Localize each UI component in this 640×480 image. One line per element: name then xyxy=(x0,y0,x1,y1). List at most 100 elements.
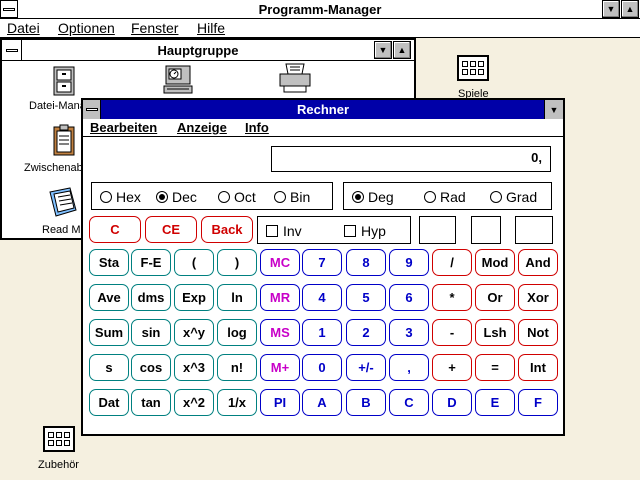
radio-oct[interactable]: Oct xyxy=(218,189,256,205)
minimize-button[interactable]: ▼ xyxy=(602,0,620,18)
key-not-button[interactable]: Not xyxy=(518,319,558,346)
key-b-button[interactable]: B xyxy=(346,389,386,416)
key-c-button[interactable]: C xyxy=(389,389,429,416)
key-nfactorial-button[interactable]: n! xyxy=(217,354,257,381)
menu-hilfe-label: Hilfe xyxy=(197,20,226,36)
key-or-button[interactable]: Or xyxy=(475,284,515,311)
key-decimal-button[interactable]: , xyxy=(389,354,429,381)
file-cabinet-icon[interactable] xyxy=(52,66,76,99)
key-1dividex-button[interactable]: 1/x xyxy=(217,389,257,416)
key-4-button[interactable]: 4 xyxy=(302,284,342,311)
radio-rad[interactable]: Rad xyxy=(424,189,466,205)
radio-bin[interactable]: Bin xyxy=(274,189,310,205)
calculator-minimize-button[interactable]: ▼ xyxy=(544,100,563,119)
radio-hex[interactable]: Hex xyxy=(100,189,141,205)
key-s-button[interactable]: s xyxy=(89,354,129,381)
angle-unit-group: Deg Rad Grad xyxy=(343,182,552,210)
key-int-button[interactable]: Int xyxy=(518,354,558,381)
key-open-paren-button[interactable]: ( xyxy=(174,249,214,276)
key-sta-button[interactable]: Sta xyxy=(89,249,129,276)
zubehoer-group-icon[interactable] xyxy=(43,426,75,452)
key-ms-button[interactable]: MS xyxy=(260,319,300,346)
key-divide-button[interactable]: / xyxy=(432,249,472,276)
key-tan-button[interactable]: tan xyxy=(131,389,171,416)
key-fminuse-button[interactable]: F-E xyxy=(131,249,171,276)
key-xpow2-button[interactable]: x^2 xyxy=(174,389,214,416)
key-pi-button[interactable]: PI xyxy=(260,389,300,416)
checkbox-inv[interactable]: Inv xyxy=(266,223,302,239)
key-e-button[interactable]: E xyxy=(475,389,515,416)
maximize-button[interactable]: ▲ xyxy=(621,0,639,18)
clear-button[interactable]: C xyxy=(89,216,141,243)
hauptgruppe-system-menu-icon[interactable] xyxy=(2,40,22,60)
radio-grad-label: Grad xyxy=(506,189,538,205)
key-close-paren-button[interactable]: ) xyxy=(217,249,257,276)
calculator-system-menu-icon[interactable] xyxy=(83,100,101,119)
key-multiply-button[interactable]: * xyxy=(432,284,472,311)
spiele-group-icon[interactable] xyxy=(457,55,489,81)
key-3-button[interactable]: 3 xyxy=(389,319,429,346)
menu-fenster[interactable]: Fenster xyxy=(131,20,178,36)
key-ln-button[interactable]: ln xyxy=(217,284,257,311)
menu-optionen[interactable]: Optionen xyxy=(58,20,115,36)
key-and-button[interactable]: And xyxy=(518,249,558,276)
key-6-button[interactable]: 6 xyxy=(389,284,429,311)
key-5-button[interactable]: 5 xyxy=(346,284,386,311)
key-8-button[interactable]: 8 xyxy=(346,249,386,276)
key-f-button[interactable]: F xyxy=(518,389,558,416)
menu-optionen-label: Optionen xyxy=(58,20,115,36)
key-2-button[interactable]: 2 xyxy=(346,319,386,346)
key-minus-button[interactable]: - xyxy=(432,319,472,346)
hauptgruppe-maximize-button[interactable]: ▲ xyxy=(393,41,411,59)
key-mplus-button[interactable]: M+ xyxy=(260,354,300,381)
number-base-group: Hex Dec Oct Bin xyxy=(91,182,333,210)
icon-label-zubehoer: Zubehör xyxy=(38,459,79,471)
key-xpow3-button[interactable]: x^3 xyxy=(174,354,214,381)
radio-grad[interactable]: Grad xyxy=(490,189,537,205)
clipboard-icon[interactable] xyxy=(52,124,76,159)
key-dms-button[interactable]: dms xyxy=(131,284,171,311)
key-ave-button[interactable]: Ave xyxy=(89,284,129,311)
key-cos-button[interactable]: cos xyxy=(131,354,171,381)
program-manager-title: Programm-Manager xyxy=(258,2,382,17)
icon-label-datei-manager: Datei-Mana xyxy=(29,100,86,112)
notebook-icon[interactable] xyxy=(46,186,80,221)
key-sin-button[interactable]: sin xyxy=(131,319,171,346)
key-a-button[interactable]: A xyxy=(302,389,342,416)
key-d-button[interactable]: D xyxy=(432,389,472,416)
key-equals-button[interactable]: = xyxy=(475,354,515,381)
key-sum-button[interactable]: Sum xyxy=(89,319,129,346)
radio-deg[interactable]: Deg xyxy=(352,189,394,205)
radio-dec[interactable]: Dec xyxy=(156,189,197,205)
clear-entry-button[interactable]: CE xyxy=(145,216,197,243)
key-exp-button[interactable]: Exp xyxy=(174,284,214,311)
key-dat-button[interactable]: Dat xyxy=(89,389,129,416)
printer-icon[interactable] xyxy=(278,62,312,97)
key-plus-button[interactable]: + xyxy=(432,354,472,381)
backspace-button[interactable]: Back xyxy=(201,216,253,243)
control-panel-icon[interactable] xyxy=(162,64,196,99)
menu-bearbeiten[interactable]: Bearbeiten xyxy=(90,120,157,135)
key-negate-button[interactable]: +/- xyxy=(346,354,386,381)
key-xor-button[interactable]: Xor xyxy=(518,284,558,311)
menu-anzeige[interactable]: Anzeige xyxy=(177,120,227,135)
key-7-button[interactable]: 7 xyxy=(302,249,342,276)
key-log-button[interactable]: log xyxy=(217,319,257,346)
calculator-window[interactable]: Rechner ▼ Bearbeiten Anzeige Info 0, Hex… xyxy=(81,98,565,436)
key-mod-button[interactable]: Mod xyxy=(475,249,515,276)
hauptgruppe-minimize-button[interactable]: ▼ xyxy=(374,41,392,59)
key-xpowy-button[interactable]: x^y xyxy=(174,319,214,346)
menu-hilfe[interactable]: Hilfe xyxy=(197,20,225,36)
key-mr-button[interactable]: MR xyxy=(260,284,300,311)
key-mc-button[interactable]: MC xyxy=(260,249,300,276)
key-0-button[interactable]: 0 xyxy=(302,354,342,381)
key-1-button[interactable]: 1 xyxy=(302,319,342,346)
menu-info[interactable]: Info xyxy=(245,120,269,135)
key-9-button[interactable]: 9 xyxy=(389,249,429,276)
system-menu-icon[interactable] xyxy=(0,0,18,18)
checkbox-hyp[interactable]: Hyp xyxy=(344,223,386,239)
menu-datei[interactable]: Datei xyxy=(7,20,40,36)
radio-dec-dot xyxy=(156,191,168,203)
radio-rad-label: Rad xyxy=(440,189,466,205)
key-lsh-button[interactable]: Lsh xyxy=(475,319,515,346)
